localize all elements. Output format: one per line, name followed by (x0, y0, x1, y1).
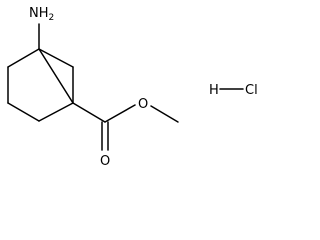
amine-subscript: 2 (49, 13, 55, 23)
bond-c5-c1 (38, 48, 74, 104)
bond-oxygen-methyl (150, 105, 179, 123)
carbonyl-oxygen-label: O (100, 154, 110, 169)
bond-c3-c4 (7, 102, 40, 122)
bond-c1-bridge (38, 48, 74, 68)
bond-c4-c5 (38, 102, 74, 122)
chemical-structure-diagram: NH2 O O H Cl (7, 6, 258, 169)
bond-c1-c2 (7, 48, 40, 68)
ether-oxygen-label: O (138, 97, 148, 112)
salt-hydrogen-label: H (209, 83, 219, 98)
amine-symbol: NH (29, 6, 49, 21)
amine-label: NH2 (29, 6, 54, 23)
bond-carbonyl-ether-oxygen (104, 104, 136, 123)
salt-chlorine-label: Cl (245, 83, 258, 98)
bond-c5-carbonyl-carbon (72, 102, 106, 123)
